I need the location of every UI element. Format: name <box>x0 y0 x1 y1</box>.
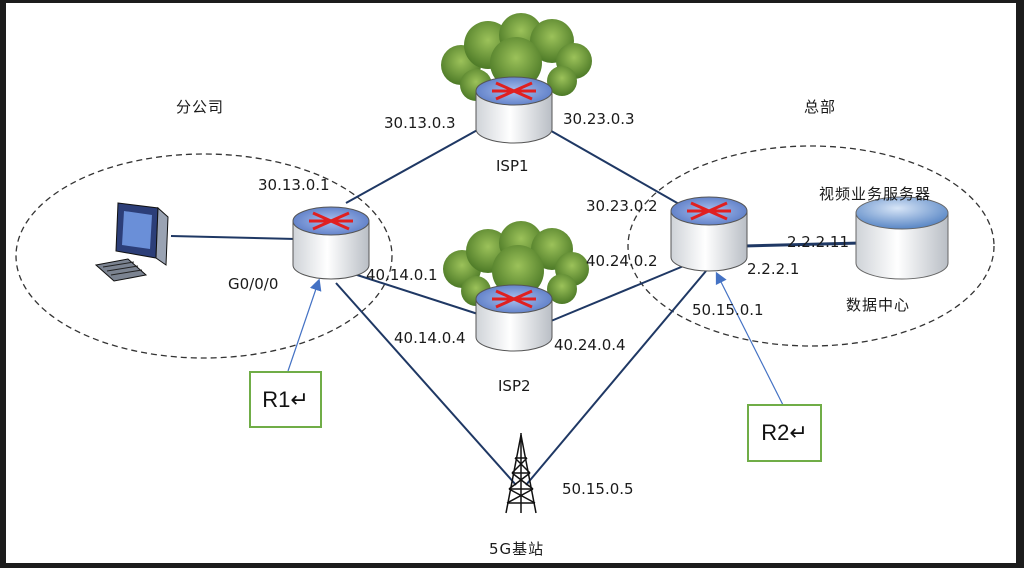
router-isp2 <box>475 284 553 352</box>
router-isp1 <box>475 76 553 144</box>
isp2-r2-ip: 40.24.0.4 <box>554 336 626 354</box>
r1-isp2-ip: 40.14.0.1 <box>366 266 438 284</box>
isp2-cloud <box>443 221 589 306</box>
link-r2-5g <box>525 270 707 486</box>
r1-isp1-ip: 30.13.0.1 <box>258 176 330 194</box>
isp1-r1-ip: 30.13.0.3 <box>384 114 456 132</box>
r1-g0-interface: G0/0/0 <box>228 275 279 293</box>
link-pc-r1 <box>170 235 297 240</box>
r2-dc-ip: 2.2.2.1 <box>747 260 800 278</box>
5g-station-label: 5G基站 <box>489 540 545 558</box>
router-r2 <box>670 196 748 272</box>
data-center-server <box>855 196 949 280</box>
5g-tower-icon <box>505 433 537 514</box>
r2-5g-ip: 50.15.0.1 <box>692 301 764 319</box>
r1-pointer-arrow <box>287 278 322 372</box>
link-isp2-r2 <box>550 264 687 322</box>
link-r2-dc <box>743 241 862 248</box>
branch-region <box>15 153 393 359</box>
r1-callout: R1↵ <box>249 371 322 428</box>
link-r1-isp1 <box>345 127 482 204</box>
r2-isp2-ip: 40.24.0.2 <box>586 252 658 270</box>
network-diagram: 分公司 总部 视频业务服务器 数据中心 ISP1 ISP2 5G基站 30.13… <box>6 3 1016 563</box>
isp1-label: ISP1 <box>496 157 529 175</box>
hq-label: 总部 <box>804 98 837 116</box>
r2-callout: R2↵ <box>747 404 822 462</box>
links <box>170 127 862 486</box>
isp2-label: ISP2 <box>498 377 531 395</box>
bs-5g-ip: 50.15.0.5 <box>562 480 634 498</box>
pc-icon <box>94 202 169 282</box>
data-center-label: 数据中心 <box>846 296 911 314</box>
r2-pointer-arrow <box>715 271 784 406</box>
link-isp1-r2 <box>545 127 687 209</box>
link-r1-isp2 <box>350 272 482 316</box>
topology-graphics <box>15 13 995 514</box>
r2-isp1-ip: 30.23.0.2 <box>586 197 658 215</box>
hq-region <box>627 145 995 347</box>
isp1-cloud <box>441 13 592 101</box>
branch-label: 分公司 <box>176 98 225 116</box>
dc-r2-ip: 2.2.2.11 <box>787 233 850 251</box>
isp2-r1-ip: 40.14.0.4 <box>394 329 466 347</box>
isp1-r2-ip: 30.23.0.3 <box>563 110 635 128</box>
video-server-label: 视频业务服务器 <box>819 185 932 203</box>
router-r1 <box>292 206 370 280</box>
link-r1-5g <box>335 282 517 486</box>
